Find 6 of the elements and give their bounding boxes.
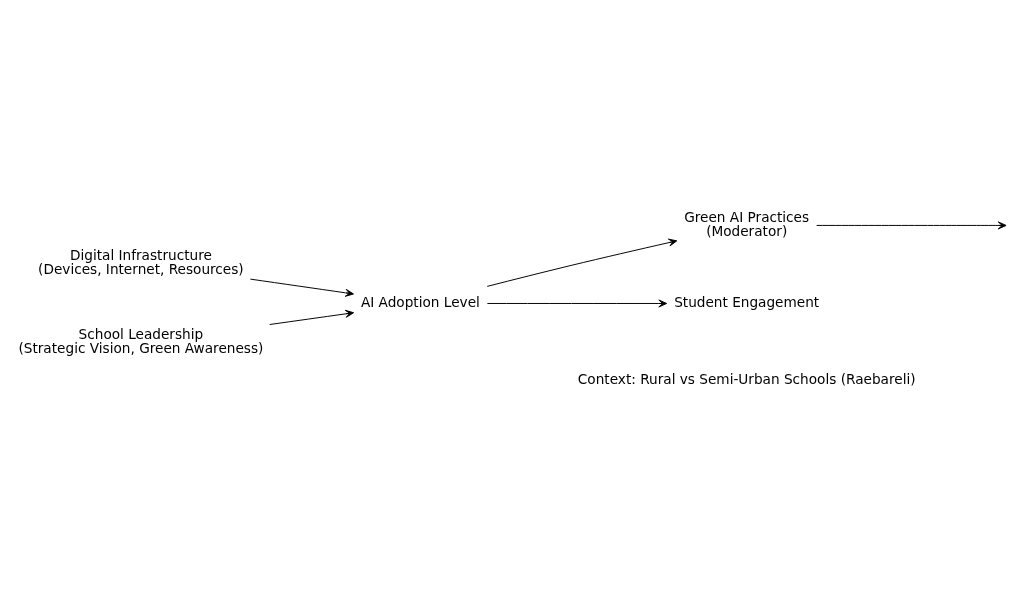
node-text: Green AI Practices (Moderator) [684,208,810,239]
node-text: Student Engagement [674,293,820,310]
label: Context: Rural vs Semi-Urban Schools (Raebareli) [577,370,916,387]
node-text: Digital Infrastructure (Devices, Internet, Resources) [38,246,244,277]
node-text: School Leadership (Strategic Vision, Green Awareness) [18,325,264,356]
node-text: AI Adoption Level [360,293,480,310]
